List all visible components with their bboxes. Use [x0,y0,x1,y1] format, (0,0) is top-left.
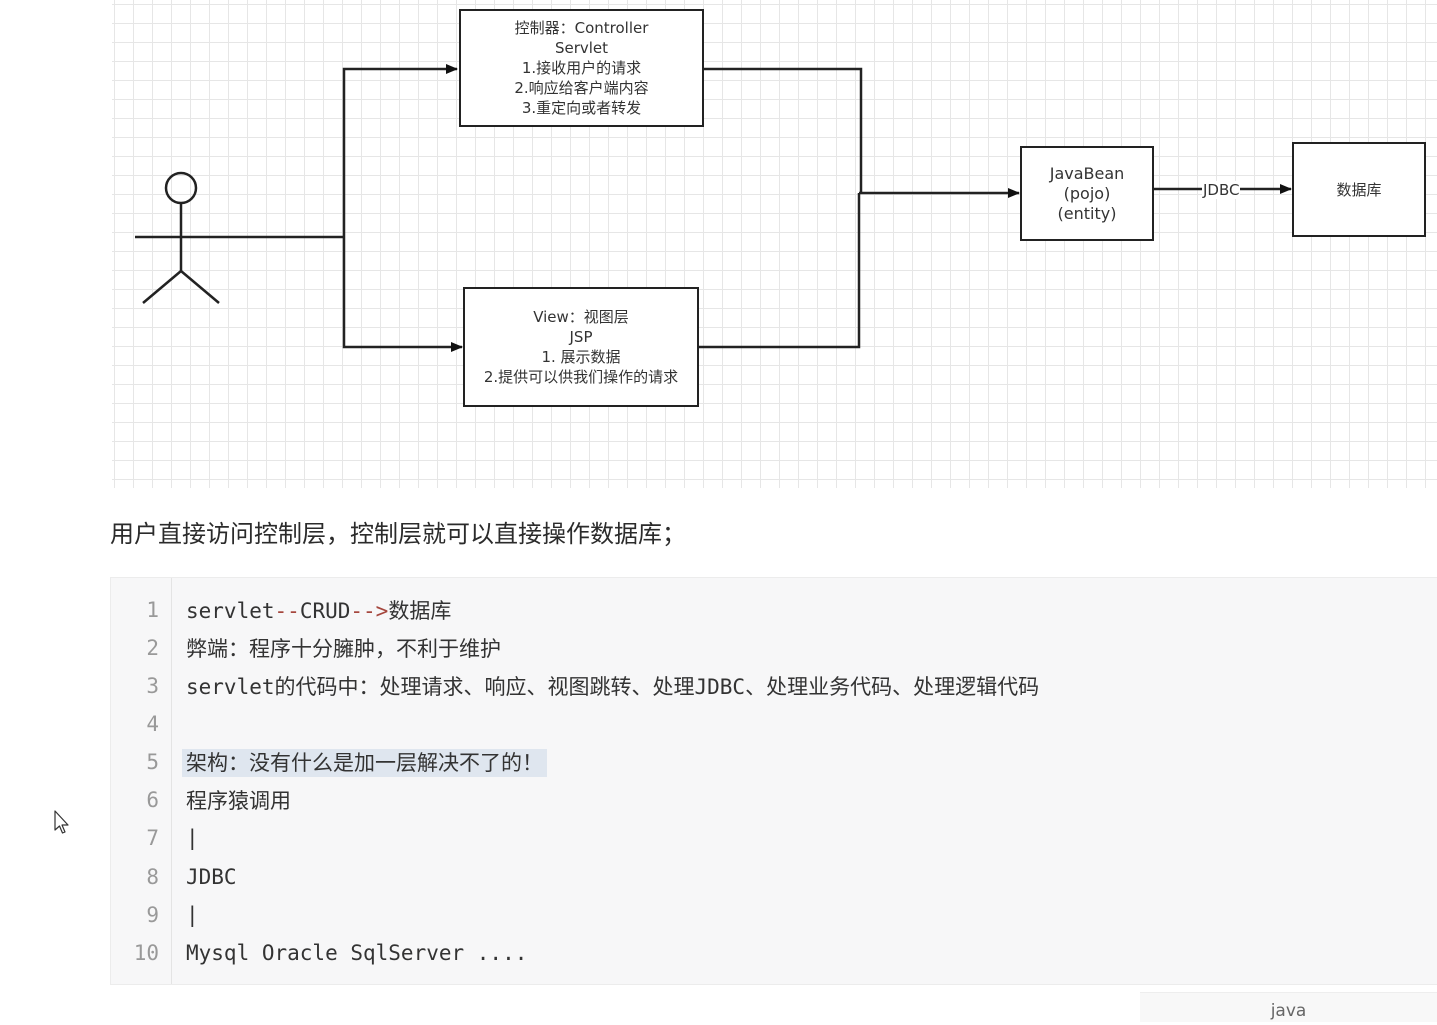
line-text: | [186,826,199,850]
mouse-pointer-icon [54,810,69,834]
controller-box: 控制器：Controller Servlet 1.接收用户的请求 2.响应给客户… [459,9,704,127]
line-number: 4 [146,712,159,736]
jdbc-edge-label: JDBC [1202,181,1241,199]
connector-user-controller [342,64,458,237]
controller-line-2: Servlet [554,39,609,57]
line-text-wrapper: 架构：没有什么是加一层解决不了的！ [182,747,547,777]
line-number: 5 [146,750,159,774]
javabean-box: JavaBean (pojo) (entity) [1020,146,1154,241]
view-box: View：视图层 JSP 1. 展示数据 2.提供可以供我们操作的请求 [463,287,699,407]
connector-user-view [342,237,463,352]
code-line: 10 Mysql Oracle SqlServer .... [111,934,528,972]
line-text: | [186,903,199,927]
controller-line-4: 2.响应给客户端内容 [514,79,649,97]
javabean-line-3: (entity) [1057,203,1117,223]
architecture-diagram: 控制器：Controller Servlet 1.接收用户的请求 2.响应给客户… [112,0,1437,488]
diagram-connectors [135,64,1292,352]
view-line-1: View：视图层 [533,308,629,326]
line-number: 7 [146,826,159,850]
line-number: 2 [146,636,159,660]
javabean-line-2: (pojo) [1063,183,1111,203]
line-number: 8 [146,865,159,889]
line-text: 程序猿调用 [186,789,291,813]
code-line: 4 [111,705,159,743]
code-line: 6 程序猿调用 [111,781,291,819]
controller-line-1: 控制器：Controller [514,19,649,37]
code-line: 7 | [111,819,198,857]
code-line: 8 JDBC [111,858,236,896]
line-text: servlet--CRUD-->数据库 [186,599,452,623]
database-box: 数据库 [1292,142,1426,237]
user-actor-icon [135,171,228,304]
line-text: servlet的代码中：处理请求、响应、视图跳转、处理JDBC、处理业务代码、处… [186,675,1040,699]
code-line: 1 servlet--CRUD-->数据库 [111,591,451,629]
code-block[interactable]: 1 servlet--CRUD-->数据库 2 弊端：程序十分臃肿，不利于维护 … [110,577,1437,985]
caption-text: 用户直接访问控制层，控制层就可以直接操作数据库； [110,520,686,548]
connector-view-javabean [698,193,861,349]
code-line: 2 弊端：程序十分臃肿，不利于维护 [111,629,501,667]
line-text: 弊端：程序十分臃肿，不利于维护 [186,637,501,661]
line-text: Mysql Oracle SqlServer .... [186,941,528,965]
code-language-label[interactable]: java [1140,992,1437,1022]
database-label: 数据库 [1336,180,1382,199]
line-number-gutter [111,578,172,984]
line-text: JDBC [186,865,237,889]
line-number: 6 [146,788,159,812]
view-line-2: JSP [569,328,593,346]
line-number: 10 [133,941,159,965]
view-line-4: 2.提供可以供我们操作的请求 [483,368,679,386]
selected-text[interactable]: 架构：没有什么是加一层解决不了的！ [182,749,547,777]
connector-controller-javabean [703,67,863,193]
code-line: 9 | [111,896,198,934]
line-number: 9 [146,903,159,927]
controller-line-3: 1.接收用户的请求 [521,59,642,77]
view-line-3: 1. 展示数据 [541,348,621,366]
javabean-line-1: JavaBean [1049,163,1125,183]
code-line: 3 servlet的代码中：处理请求、响应、视图跳转、处理JDBC、处理业务代码… [111,667,1039,705]
controller-line-5: 3.重定向或者转发 [521,99,642,117]
line-number: 3 [146,674,159,698]
line-number: 1 [146,598,159,622]
code-line: 5 架构：没有什么是加一层解决不了的！ [111,743,547,781]
